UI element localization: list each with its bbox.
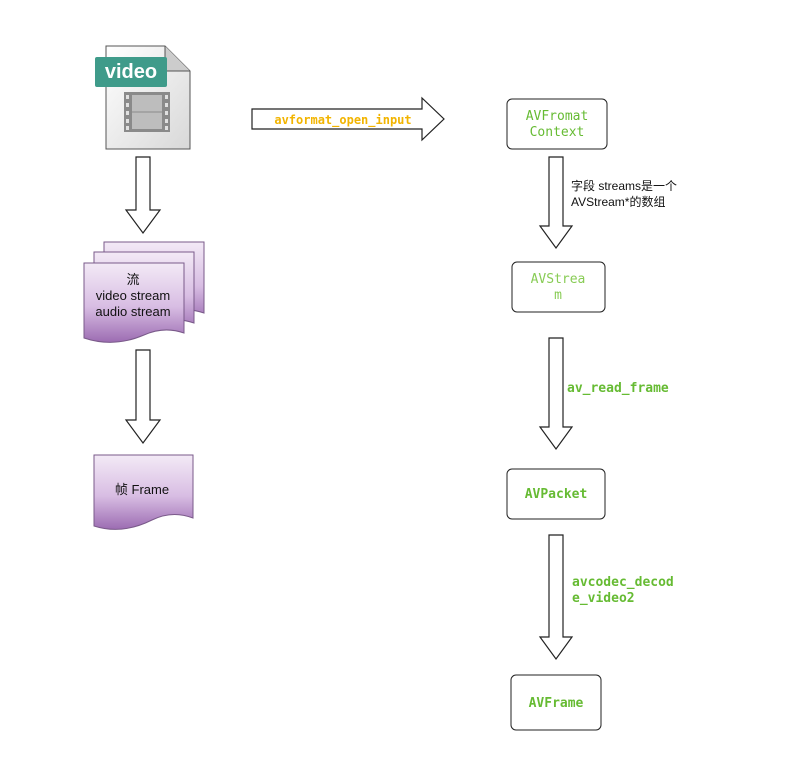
arrow-open-input — [251, 96, 445, 142]
streams-document-stack: 流 video stream audio stream — [83, 241, 205, 343]
streams-title: 流 — [126, 272, 139, 287]
arrow-stream-to-packet — [538, 337, 574, 451]
node-stream: AVStrea m — [511, 261, 606, 313]
arrow-packet-to-frame — [538, 534, 574, 661]
video-file-icon: video — [95, 45, 191, 150]
streams-field-line2: AVStream*的数组 — [571, 194, 665, 209]
read-frame-label: av_read_frame — [567, 381, 669, 396]
decode-video-line2: e_video2 — [572, 591, 635, 606]
decode-video-line1: avcodec_decod — [572, 575, 674, 590]
stream-line2: m — [554, 288, 562, 303]
open-input-label: avformat_open_input — [274, 113, 411, 128]
arrow-streams-to-frame — [124, 349, 162, 445]
frame-document-label: 帧 Frame — [115, 482, 169, 497]
streams-audio-stream: audio stream — [95, 304, 170, 319]
film-strip-icon — [124, 92, 170, 132]
node-packet: AVPacket — [506, 468, 606, 520]
streams-video-stream: video stream — [96, 288, 170, 303]
stream-line1: AVStrea — [531, 272, 586, 287]
video-label-tag — [95, 57, 167, 87]
streams-field-line1: 字段 streams是一个 — [571, 178, 677, 193]
format-context-line2: Context — [530, 125, 585, 140]
arrow-file-to-streams — [124, 156, 162, 235]
frame-document: 帧 Frame — [93, 454, 194, 530]
packet-label: AVPacket — [525, 487, 588, 502]
video-label: video — [105, 61, 157, 83]
format-context-line1: AVFromat — [526, 109, 589, 124]
frame-label: AVFrame — [529, 696, 584, 711]
node-format-context: AVFromat Context — [506, 98, 608, 150]
arrow-context-to-stream — [538, 156, 574, 250]
node-frame: AVFrame — [510, 674, 602, 731]
